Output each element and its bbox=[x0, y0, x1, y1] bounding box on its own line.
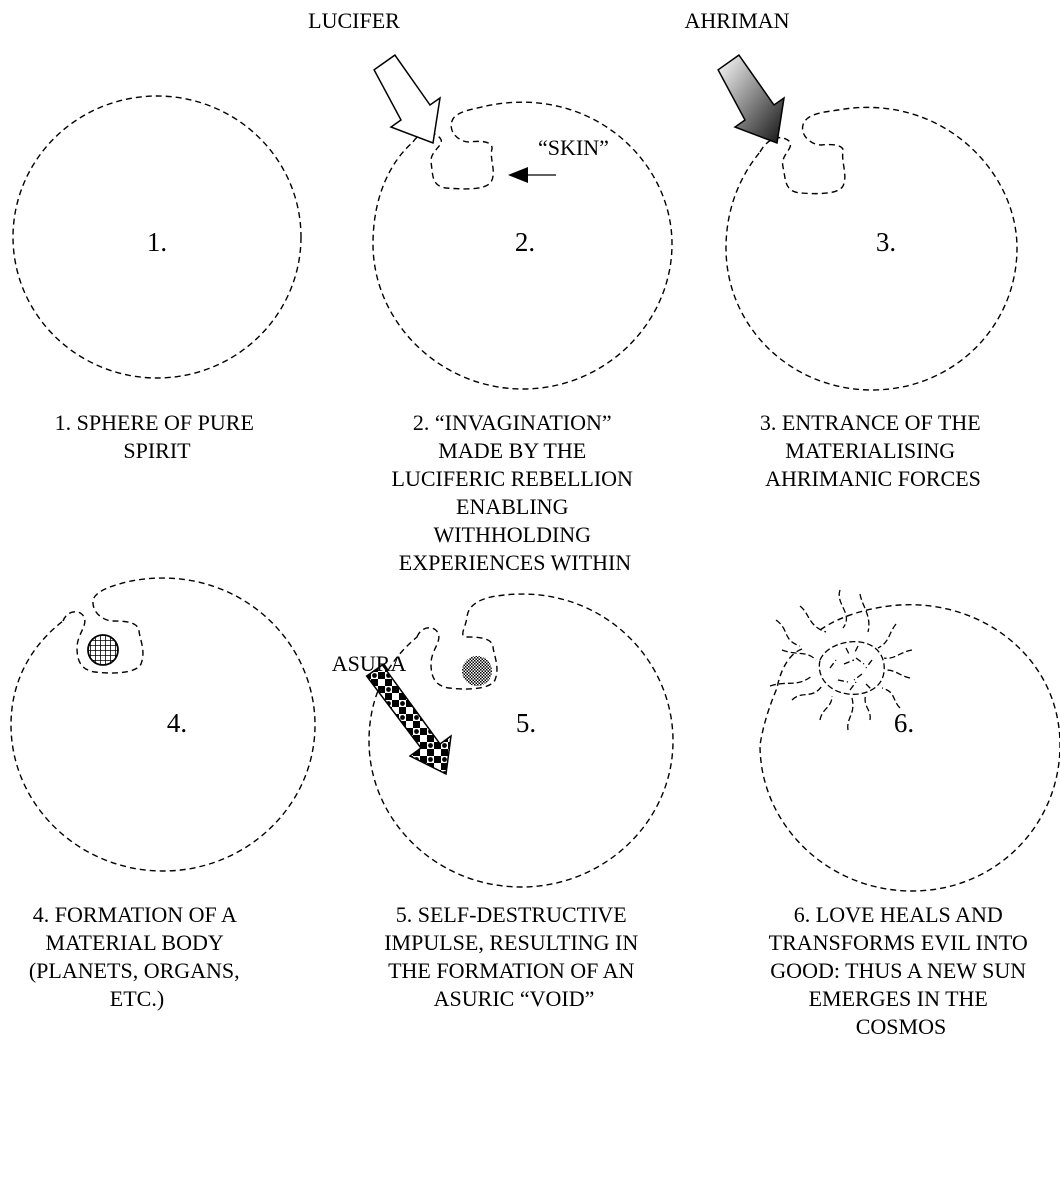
panel-3-number: 3. bbox=[876, 227, 896, 257]
sphere-6 bbox=[760, 605, 1060, 891]
panel-2-caption-line: ENABLING bbox=[456, 494, 569, 519]
new-sun bbox=[770, 590, 912, 730]
panel-3-caption-line: 3. ENTRANCE OF THE bbox=[760, 410, 981, 435]
sphere-4 bbox=[11, 578, 315, 871]
skin-pointer-head bbox=[508, 167, 528, 183]
panel-5-caption-line: THE FORMATION OF AN bbox=[388, 958, 634, 983]
panel-4-caption: 4. FORMATION OF A MATERIAL BODY (PLANETS… bbox=[29, 902, 245, 1011]
ahriman-arrow bbox=[718, 55, 784, 143]
asuric-void bbox=[462, 656, 492, 686]
panel-1-caption: 1. SPHERE OF PURE SPIRIT bbox=[55, 410, 260, 463]
panel-3-caption-line: AHRIMANIC FORCES bbox=[765, 466, 981, 491]
asura-arrow bbox=[367, 665, 451, 774]
panel-6-caption: 6. LOVE HEALS AND TRANSFORMS EVIL INTO G… bbox=[769, 902, 1034, 1039]
panel-5-caption-line: ASURIC “VOID” bbox=[434, 986, 595, 1011]
panel-6-caption-line: GOOD: THUS A NEW SUN bbox=[770, 958, 1026, 983]
panel-1: 1. 1. SPHERE OF PURE SPIRIT bbox=[13, 96, 301, 463]
panel-6-number: 6. bbox=[894, 708, 914, 738]
panel-6-caption-line: 6. LOVE HEALS AND bbox=[794, 902, 1003, 927]
panel-1-number: 1. bbox=[147, 227, 167, 257]
panel-2-number: 2. bbox=[515, 227, 535, 257]
panel-4: 4. 4. FORMATION OF A MATERIAL BODY (PLAN… bbox=[11, 578, 315, 1011]
panel-2-caption-line: MADE BY THE bbox=[438, 438, 586, 463]
ahriman-label: AHRIMAN bbox=[684, 8, 789, 33]
panel-1-caption-line: 1. SPHERE OF PURE bbox=[55, 410, 254, 435]
panel-4-number: 4. bbox=[167, 708, 187, 738]
skin-label: “SKIN” bbox=[538, 135, 609, 160]
lucifer-label: LUCIFER bbox=[308, 8, 400, 33]
panel-5-caption-line: IMPULSE, RESULTING IN bbox=[384, 930, 638, 955]
panel-5-caption-line: 5. SELF-DESTRUCTIVE bbox=[396, 902, 627, 927]
asura-label: ASURA bbox=[332, 651, 407, 676]
panel-1-caption-line: SPIRIT bbox=[123, 438, 191, 463]
panel-6-caption-line: TRANSFORMS EVIL INTO bbox=[769, 930, 1028, 955]
panel-5-caption: 5. SELF-DESTRUCTIVE IMPULSE, RESULTING I… bbox=[384, 902, 644, 1011]
panel-3: AHRIMAN 3. 3. ENTRANCE OF THE MATERIALIS… bbox=[684, 8, 1017, 491]
panel-4-caption-line: 4. FORMATION OF A bbox=[33, 902, 237, 927]
panel-2: LUCIFER “SKIN” 2. 2. “INVAGINATION” MADE… bbox=[308, 8, 672, 575]
panel-5: ASURA 5. 5. SELF-DESTRUCTIVE IMPULSE, RE… bbox=[332, 594, 673, 1011]
panel-6: 6. 6. LOVE HEALS AND TRANSFORMS EVIL INT… bbox=[760, 590, 1060, 1039]
sphere-3 bbox=[726, 107, 1017, 390]
panel-5-number: 5. bbox=[516, 708, 536, 738]
lucifer-arrow bbox=[374, 55, 440, 143]
panel-3-caption: 3. ENTRANCE OF THE MATERIALISING AHRIMAN… bbox=[760, 410, 986, 491]
panel-6-caption-line: COSMOS bbox=[856, 1014, 946, 1039]
panel-4-caption-line: MATERIAL BODY bbox=[46, 930, 224, 955]
material-body bbox=[88, 635, 118, 665]
panel-2-caption-line: 2. “INVAGINATION” bbox=[413, 410, 612, 435]
panel-2-caption-line: WITHHOLDING bbox=[433, 522, 591, 547]
panel-2-caption: 2. “INVAGINATION” MADE BY THE LUCIFERIC … bbox=[392, 410, 639, 575]
panel-4-caption-line: ETC.) bbox=[110, 986, 164, 1011]
panel-4-caption-line: (PLANETS, ORGANS, bbox=[29, 958, 240, 983]
panel-2-caption-line: LUCIFERIC REBELLION bbox=[392, 466, 633, 491]
panel-3-caption-line: MATERIALISING bbox=[785, 438, 955, 463]
panel-6-caption-line: EMERGES IN THE bbox=[809, 986, 988, 1011]
panel-2-caption-line: EXPERIENCES WITHIN bbox=[399, 550, 632, 575]
